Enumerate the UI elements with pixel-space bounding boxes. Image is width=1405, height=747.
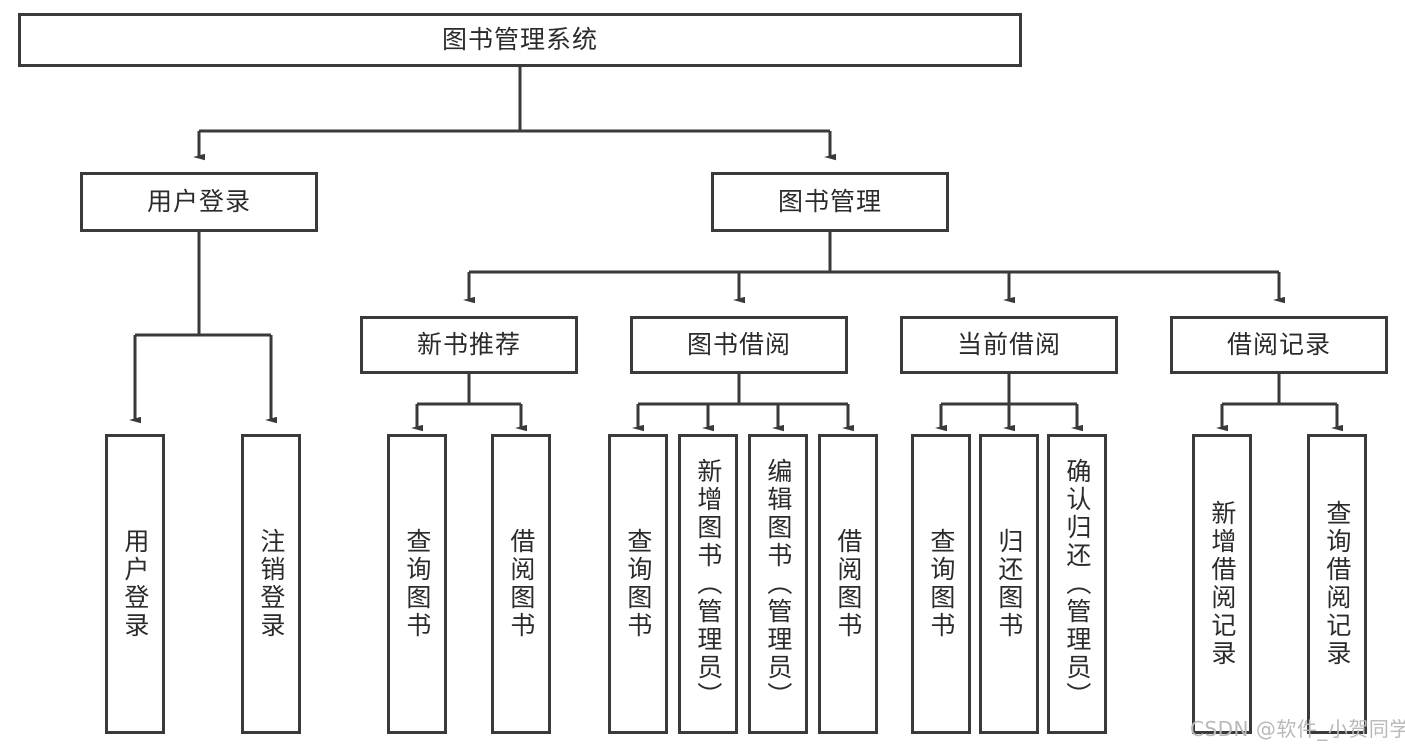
node-label: 图书借阅 xyxy=(686,330,791,359)
node-leaf-add-record[interactable]: 新增借阅记录 xyxy=(1192,434,1252,734)
node-leaf-return-book[interactable]: 归还图书 xyxy=(979,434,1039,734)
node-current-borrow[interactable]: 当前借阅 xyxy=(900,316,1118,374)
node-label: 新增图书（管理员） xyxy=(693,458,723,710)
node-label: 查询图书 xyxy=(926,528,956,640)
node-label: 查询图书 xyxy=(623,528,653,640)
node-label: 注销登录 xyxy=(256,528,286,640)
node-leaf-query-book-1[interactable]: 查询图书 xyxy=(387,434,447,734)
node-label: 确认归还（管理员） xyxy=(1062,458,1092,710)
node-label: 查询图书 xyxy=(402,528,432,640)
node-label: 图书管理系统 xyxy=(441,25,598,54)
node-label: 编辑图书（管理员） xyxy=(763,458,793,710)
node-borrow-record[interactable]: 借阅记录 xyxy=(1170,316,1388,374)
node-label: 图书管理 xyxy=(777,187,882,216)
node-book-management[interactable]: 图书管理 xyxy=(711,172,949,232)
node-label: 用户登录 xyxy=(120,528,150,640)
node-label: 归还图书 xyxy=(994,528,1024,640)
node-leaf-add-book[interactable]: 新增图书（管理员） xyxy=(678,434,738,734)
node-label: 用户登录 xyxy=(146,187,251,216)
node-leaf-borrow-book-2[interactable]: 借阅图书 xyxy=(818,434,878,734)
node-leaf-query-book-3[interactable]: 查询图书 xyxy=(911,434,971,734)
node-leaf-user-logout[interactable]: 注销登录 xyxy=(241,434,301,734)
node-leaf-confirm-return[interactable]: 确认归还（管理员） xyxy=(1047,434,1107,734)
node-label: 借阅图书 xyxy=(506,528,536,640)
node-leaf-user-login[interactable]: 用户登录 xyxy=(105,434,165,734)
node-leaf-borrow-book-1[interactable]: 借阅图书 xyxy=(491,434,551,734)
node-label: 当前借阅 xyxy=(956,330,1061,359)
node-new-book-recommend[interactable]: 新书推荐 xyxy=(360,316,578,374)
node-label: 新书推荐 xyxy=(416,330,521,359)
watermark-text: CSDN @软件_小贺同学 xyxy=(1190,717,1405,741)
node-book-borrow[interactable]: 图书借阅 xyxy=(630,316,848,374)
node-leaf-query-book-2[interactable]: 查询图书 xyxy=(608,434,668,734)
node-label: 新增借阅记录 xyxy=(1207,500,1237,668)
node-leaf-edit-book[interactable]: 编辑图书（管理员） xyxy=(748,434,808,734)
node-label: 借阅图书 xyxy=(833,528,863,640)
node-user-login[interactable]: 用户登录 xyxy=(80,172,318,232)
node-label: 查询借阅记录 xyxy=(1322,500,1352,668)
node-root-system[interactable]: 图书管理系统 xyxy=(18,13,1022,67)
node-leaf-query-record[interactable]: 查询借阅记录 xyxy=(1307,434,1367,734)
node-label: 借阅记录 xyxy=(1226,330,1331,359)
